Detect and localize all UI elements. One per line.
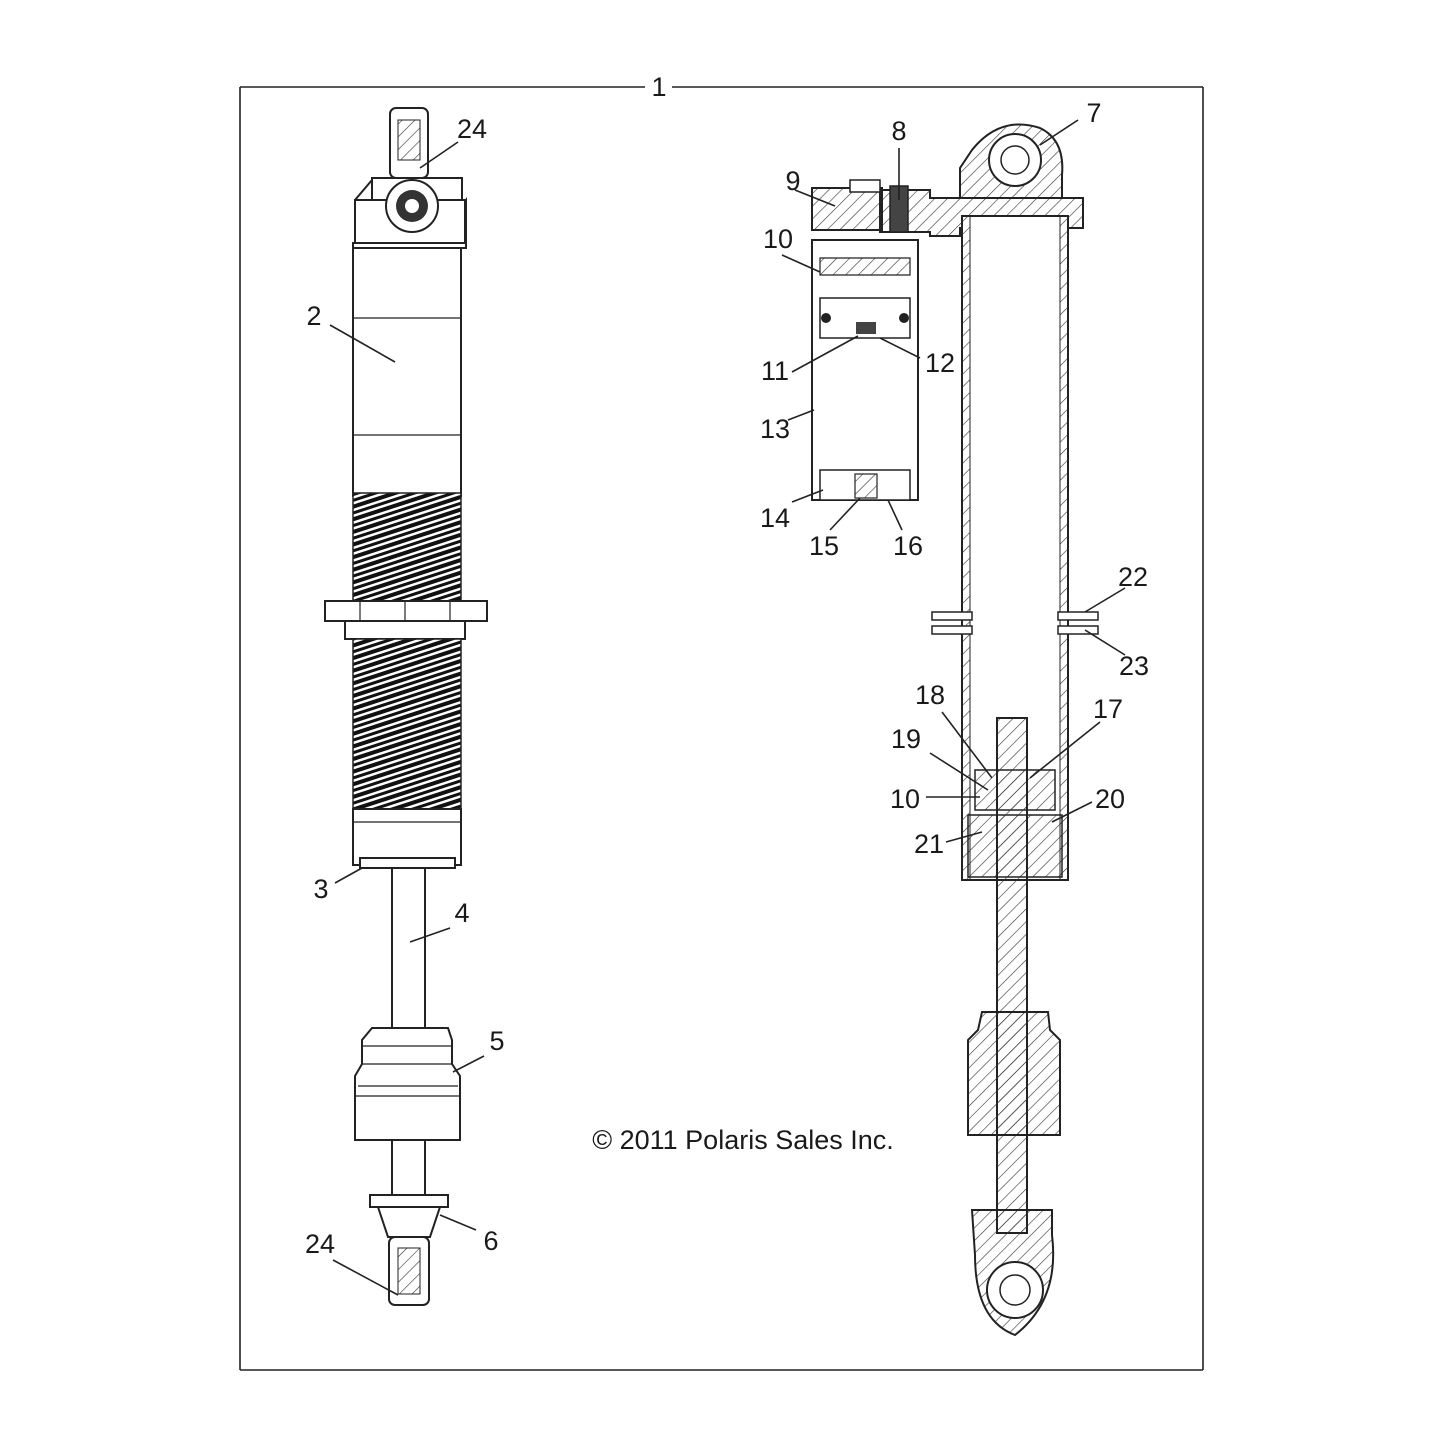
assembled-shock — [324, 107, 488, 1306]
callout-4: 4 — [454, 898, 469, 928]
callout-labels: 1 24 2 3 4 5 6 24 7 8 9 10 11 12 13 14 1… — [305, 72, 1149, 1259]
callout-2: 2 — [306, 301, 321, 331]
callout-10-top: 10 — [763, 224, 793, 254]
callout-5: 5 — [489, 1026, 504, 1056]
leader-lines — [329, 119, 1126, 1296]
callout-14: 14 — [760, 503, 790, 533]
callout-12: 12 — [925, 348, 955, 378]
callout-13: 13 — [760, 414, 790, 444]
callout-16: 16 — [893, 531, 923, 561]
callout-7: 7 — [1086, 98, 1101, 128]
diagram-frame — [239, 86, 1204, 1371]
callout-18: 18 — [915, 680, 945, 710]
callout-9: 9 — [785, 166, 800, 196]
callout-11: 11 — [761, 356, 789, 386]
callout-8: 8 — [891, 116, 906, 146]
callout-24-bottom: 24 — [305, 1229, 335, 1259]
callout-1: 1 — [651, 72, 666, 102]
callout-15: 15 — [809, 531, 839, 561]
callout-22: 22 — [1118, 562, 1148, 592]
callout-3: 3 — [313, 874, 328, 904]
callout-10-bottom: 10 — [890, 784, 920, 814]
callout-19: 19 — [891, 724, 921, 754]
shock-cross-section — [811, 123, 1099, 1337]
callout-6: 6 — [483, 1226, 498, 1256]
callout-24-top: 24 — [457, 114, 487, 144]
copyright-notice: © 2011 Polaris Sales Inc. — [592, 1125, 894, 1155]
callout-21: 21 — [914, 829, 944, 859]
callout-20: 20 — [1095, 784, 1125, 814]
callout-23: 23 — [1119, 651, 1149, 681]
callout-17: 17 — [1093, 694, 1123, 724]
